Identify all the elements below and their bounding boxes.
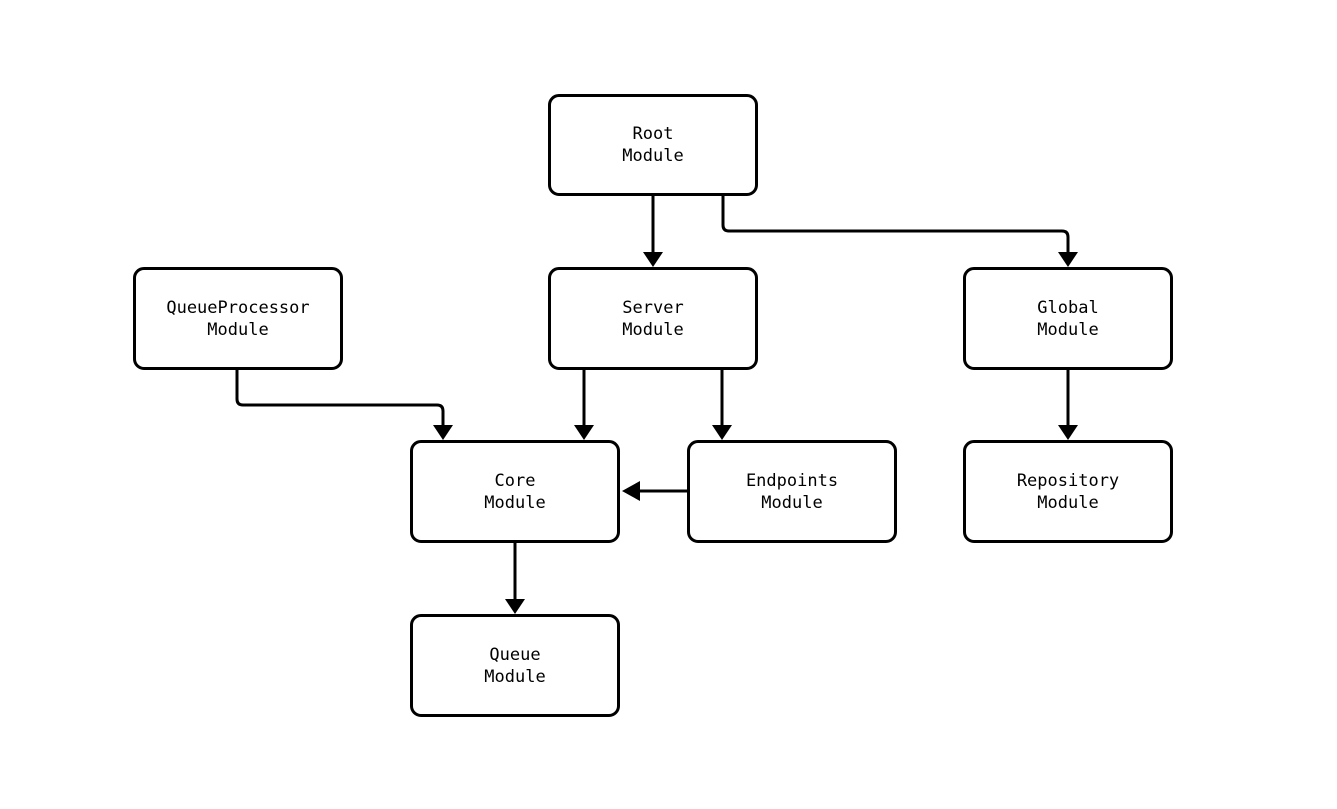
arrowhead-core-to-queue: [505, 599, 525, 614]
arrowhead-global-to-repository: [1058, 425, 1078, 440]
node-queue-module-title: Queue: [489, 644, 541, 665]
node-queue-module[interactable]: Queue Module: [410, 614, 620, 717]
node-core-module-subtitle: Module: [484, 492, 546, 513]
node-server-module-subtitle: Module: [622, 319, 684, 340]
node-endpoints-module[interactable]: Endpoints Module: [687, 440, 897, 543]
node-queueprocessor-module-title: QueueProcessor: [166, 297, 310, 318]
node-endpoints-module-title: Endpoints: [745, 470, 839, 491]
node-global-module-title: Global: [1037, 297, 1099, 318]
node-repository-module-title: Repository: [1016, 470, 1120, 491]
node-root-module[interactable]: Root Module: [548, 94, 758, 196]
node-queueprocessor-module-subtitle: Module: [207, 319, 269, 340]
node-root-module-title: Root: [632, 124, 674, 144]
arrowhead-queueprocessor-to-core: [433, 425, 453, 440]
node-core-module[interactable]: Core Module: [410, 440, 620, 543]
arrowhead-endpoints-to-core: [622, 481, 640, 501]
node-server-module-title: Server: [622, 297, 684, 318]
arrowhead-root-to-server: [643, 252, 663, 267]
node-repository-module-subtitle: Module: [1037, 492, 1099, 513]
edge-queueprocessor-to-core: [235, 370, 445, 425]
node-core-module-title: Core: [494, 470, 536, 491]
arrowhead-server-to-core: [574, 425, 594, 440]
node-queue-module-subtitle: Module: [484, 666, 546, 687]
arrowhead-root-to-global: [1058, 252, 1078, 267]
node-root-module-subtitle: Module: [622, 146, 684, 166]
node-global-module[interactable]: Global Module: [963, 267, 1173, 370]
node-endpoints-module-subtitle: Module: [761, 492, 823, 513]
node-server-module[interactable]: Server Module: [548, 267, 758, 370]
node-global-module-subtitle: Module: [1037, 319, 1099, 340]
edge-root-to-global: [721, 196, 1070, 252]
node-repository-module[interactable]: Repository Module: [963, 440, 1173, 543]
arrowhead-server-to-endpoints: [712, 425, 732, 440]
node-queueprocessor-module[interactable]: QueueProcessor Module: [133, 267, 343, 370]
